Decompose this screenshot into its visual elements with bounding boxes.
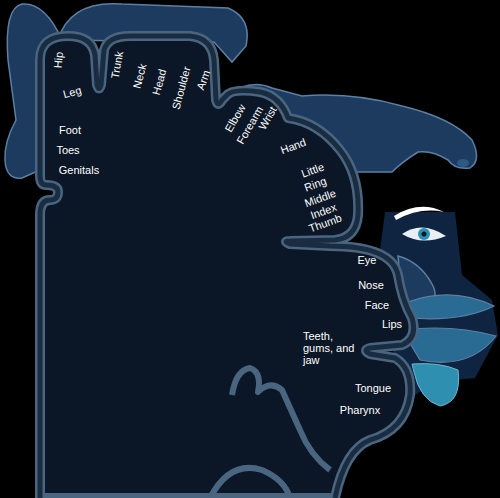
body-part-label: Nose [358, 279, 384, 291]
body-part-label: Face [365, 299, 389, 311]
eyebrow [394, 207, 444, 220]
pupil [422, 232, 427, 237]
cortex-fold [232, 368, 330, 470]
body-part-label: Lips [382, 318, 402, 330]
body-part-label: Teeth, gums, and jaw [303, 330, 357, 366]
fingernail [457, 159, 469, 167]
body-part-label: Genitals [59, 164, 99, 176]
iris [418, 228, 430, 240]
cortex-band [40, 36, 414, 498]
cortex-fold [210, 468, 290, 498]
body-part-label: Toes [56, 144, 79, 156]
cortex-outline [40, 36, 414, 498]
tongue-figure [412, 364, 459, 406]
body-part-label: Tongue [355, 382, 391, 394]
upper-lip [408, 295, 494, 319]
body-part-label: Eye [358, 254, 377, 266]
body-part-label: Pharynx [340, 404, 380, 416]
body-part-label: Foot [59, 124, 81, 136]
body-part-label: Hip [51, 51, 64, 68]
eye-figure [402, 227, 446, 240]
